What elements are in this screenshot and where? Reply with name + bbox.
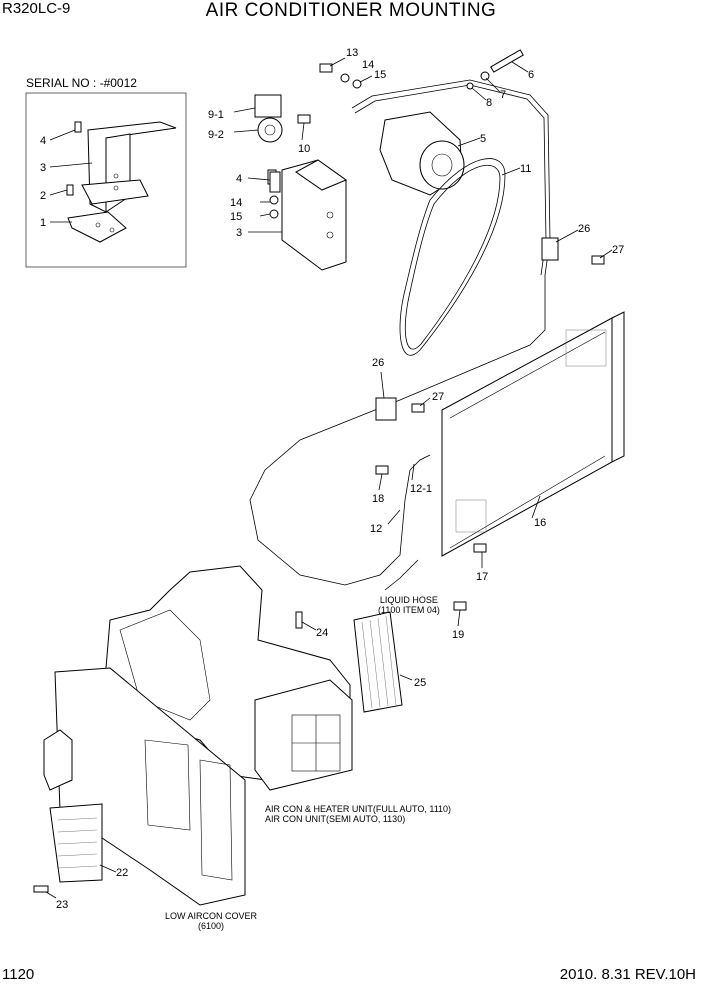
note-liquid-hose-line2: (1100 ITEM 04)	[378, 605, 440, 615]
note-aircon-unit: AIR CON & HEATER UNIT(FULL AUTO, 1110) A…	[265, 804, 451, 824]
compressor	[379, 111, 465, 196]
note-cover-line1: LOW AIRCON COVER	[165, 911, 258, 921]
callout-18: 18	[372, 493, 384, 505]
condenser	[441, 311, 625, 557]
callout-24: 24	[316, 627, 328, 639]
callout-17: 17	[476, 571, 488, 583]
revision-date: 2010. 8.31 REV.10H	[559, 966, 696, 983]
note-cover-line2: (6100)	[198, 921, 225, 931]
callout-26b: 26	[372, 357, 384, 369]
callout-16: 16	[534, 517, 546, 529]
note-low-cover: LOW AIRCON COVER (6100)	[165, 911, 257, 931]
inset-bracket-drawing	[66, 121, 177, 243]
callout-6: 6	[528, 69, 534, 81]
page-number: 1120	[2, 966, 35, 983]
callout-13: 13	[346, 47, 358, 59]
bolt-13	[319, 63, 333, 73]
callout-14b: 14	[230, 197, 242, 209]
callout-19: 19	[452, 629, 464, 641]
callout-22: 22	[116, 867, 128, 879]
callout-26: 26	[578, 223, 590, 235]
callout-25: 25	[414, 677, 426, 689]
callout-27: 27	[612, 244, 624, 256]
callout-15: 15	[374, 69, 386, 81]
page-title: AIR CONDITIONER MOUNTING	[205, 0, 497, 21]
low-aircon-cover	[43, 667, 246, 906]
clamp-lower	[375, 397, 397, 421]
callout-3: 3	[236, 227, 242, 239]
model-label: R320LC-9	[2, 0, 71, 17]
grille	[49, 803, 103, 883]
callout-inset-2: 2	[40, 190, 46, 202]
callout-12-1: 12-1	[410, 483, 432, 495]
note-liquid-hose-line1: LIQUID HOSE	[379, 595, 438, 605]
air-filter	[353, 611, 403, 713]
callout-5: 5	[480, 133, 486, 145]
callout-9-2: 9-2	[208, 129, 224, 141]
callout-27b: 27	[432, 391, 444, 403]
serial-inset-box	[25, 92, 187, 268]
serial-number-label: SERIAL NO : -#0012	[26, 76, 137, 90]
callout-9-1: 9-1	[208, 109, 224, 121]
callout-23: 23	[56, 899, 68, 911]
callout-11: 11	[520, 163, 531, 175]
callout-10: 10	[298, 143, 310, 155]
callout-inset-4: 4	[40, 135, 46, 147]
callout-7: 7	[500, 89, 506, 101]
callout-14: 14	[362, 59, 374, 71]
callout-inset-3: 3	[40, 162, 46, 174]
callout-8: 8	[486, 97, 492, 109]
note-aircon-line2: AIR CON UNIT(SEMI AUTO, 1130)	[265, 814, 406, 824]
callout-12: 12	[370, 523, 382, 535]
clamp-top	[541, 237, 559, 261]
bolt-6	[490, 49, 524, 73]
callout-15b: 15	[230, 211, 242, 223]
callout-inset-1: 1	[40, 217, 46, 229]
note-liquid-hose: LIQUID HOSE (1100 ITEM 04)	[378, 595, 440, 615]
note-aircon-line1: AIR CON & HEATER UNIT(FULL AUTO, 1110)	[265, 804, 452, 814]
callout-4: 4	[236, 173, 242, 185]
tensioner-assembly	[254, 94, 311, 143]
